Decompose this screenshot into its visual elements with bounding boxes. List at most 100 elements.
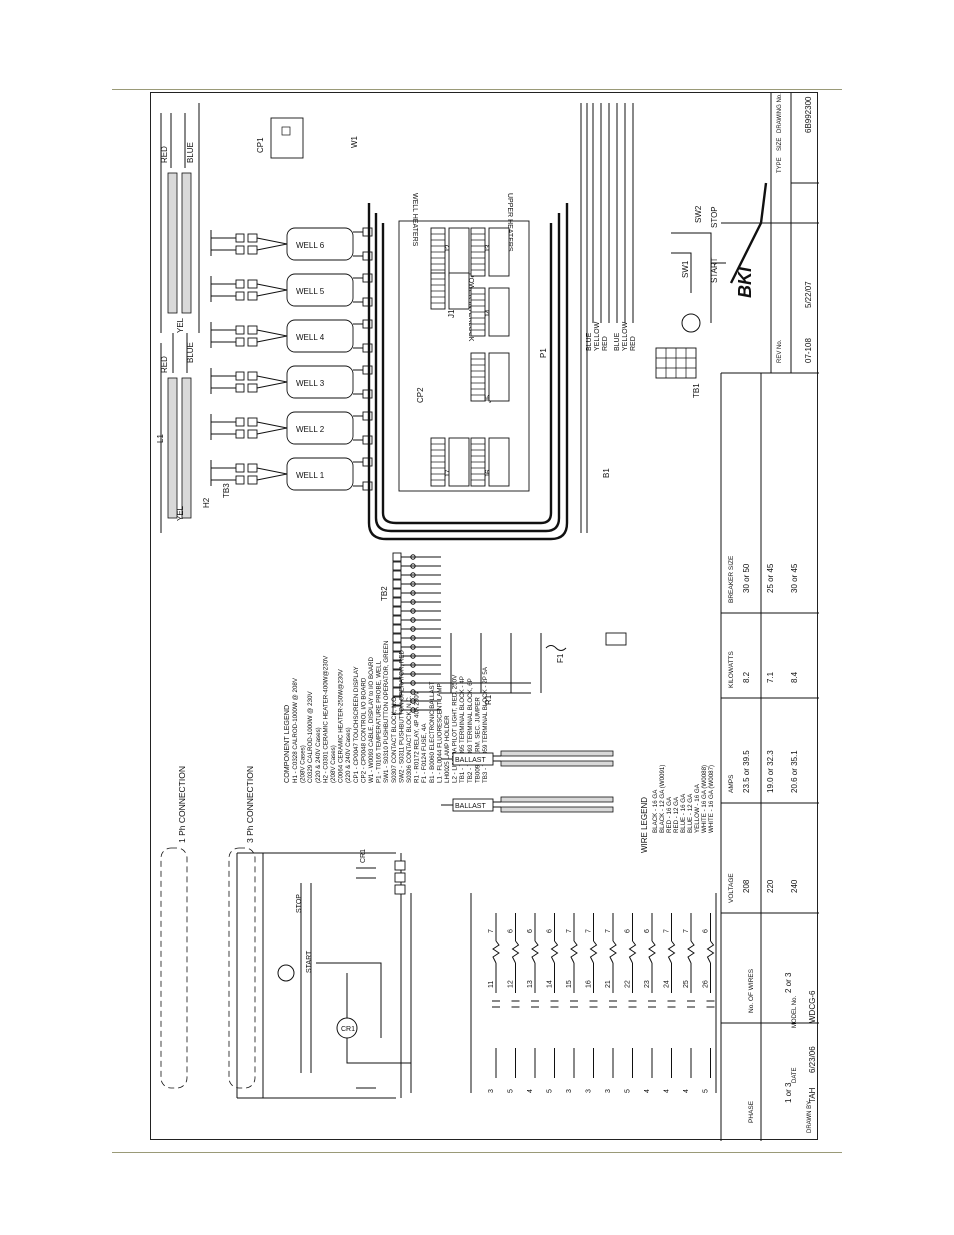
spec-cell: 8.4 <box>790 671 799 683</box>
cp1-display <box>270 117 304 159</box>
well-heaters-label: WELL HEATERS <box>411 193 418 247</box>
rung-mid-label: 15 <box>566 980 573 988</box>
sw2-label: SW2 <box>694 205 703 223</box>
rung-right-label: 7 <box>566 929 573 933</box>
tb2-terminal <box>392 633 441 643</box>
well-label: WELL 1 <box>296 471 325 480</box>
bluey-red-4: BLUE <box>614 332 621 351</box>
j2-label: J2 <box>444 244 453 253</box>
rung-right-label: 7 <box>664 929 671 933</box>
heater-socket <box>210 322 288 348</box>
rung-right-label: 6 <box>527 929 534 933</box>
tb2-terminal <box>392 561 441 571</box>
legend-item: CP2 - CP0048 CONTROL I/O BOARD <box>360 677 367 783</box>
tb2-terminal <box>392 651 441 661</box>
rung-left-label: 5 <box>508 1089 515 1093</box>
rung-right-label: 7 <box>586 929 593 933</box>
legend-item: TB1 - TB0095 TERMINAL BLOCK - 4P <box>459 676 466 783</box>
rung-right-label: 6 <box>703 929 710 933</box>
spec-header: AMPS <box>728 774 735 793</box>
legend-item: SW1 - S0310 PUSHBUTTON OPERATOR, GREEN <box>383 641 390 783</box>
rung-mid-label: 24 <box>664 980 671 988</box>
wire-legend-item: RED - 16 GA <box>666 796 673 833</box>
rung-left-label: 3 <box>605 1089 612 1093</box>
well-1: WELL 1 <box>286 457 373 491</box>
legend-item: TB0094 TERM. SEC. JUMPER <box>474 697 481 783</box>
title-size-label: SIZE <box>777 138 783 151</box>
well-4: WELL 4 <box>286 319 373 353</box>
schematic-sheet: RED BLUE YEL RED BLUE YEL L1 H2 TB3 WELL… <box>150 92 819 1141</box>
title-model-label: MODEL No. <box>792 996 798 1028</box>
heater-socket <box>210 414 288 440</box>
spec-cell: 220 <box>766 879 775 893</box>
sw1-label: SW1 <box>681 260 690 278</box>
rung-left-label: 4 <box>683 1089 690 1093</box>
rung-right-label: 7 <box>605 929 612 933</box>
spec-cell: 8.2 <box>742 671 751 683</box>
tb2-terminal <box>392 597 441 607</box>
cr1-coil-label: CR1 <box>341 1026 355 1033</box>
rung-mid-label: 23 <box>644 980 651 988</box>
rung-left-label: 5 <box>703 1089 710 1093</box>
ballast-1-label: BALLAST <box>455 757 486 764</box>
tb2-terminal <box>392 552 441 562</box>
legend-item: F1 - F0124 FUSE, 4A <box>421 723 428 783</box>
wire-legend-title: WIRE LEGEND <box>640 797 649 853</box>
rung-right-label: 7 <box>683 929 690 933</box>
spec-cell: 30 or 45 <box>790 563 799 593</box>
tb2-terminal <box>392 642 441 652</box>
spec-cell: 23.5 or 39.5 <box>742 750 751 793</box>
title-drawing: 6B992300 <box>804 96 813 133</box>
legend-item: SW2 - S0311 PUSHBUTTON OPERATOR, RED <box>398 650 405 783</box>
spec-header: KILOWATTS <box>728 651 735 689</box>
ballast-group <box>441 750 614 813</box>
yellow-wire-2: YELLOW <box>622 321 629 351</box>
legend-item: W1 - W0093 CABLE, DISPLAY to I/O BOARD <box>368 656 375 783</box>
svg-text:BKI: BKI <box>735 266 755 298</box>
spec-cell: 25 or 45 <box>766 563 775 593</box>
bluey-red-5: YELLOW <box>622 321 629 351</box>
wire-legend-item: BLUE - 12 GA <box>687 793 694 833</box>
well-3: WELL 3 <box>286 365 373 399</box>
tb2-terminal <box>392 660 441 670</box>
rung-left-label: 5 <box>625 1089 632 1093</box>
rung-mid-label: 11 <box>488 981 495 988</box>
rung-right-label: 7 <box>488 929 495 933</box>
title-date: 6/23/06 <box>808 1046 817 1073</box>
tb1-label: TB1 <box>692 383 701 398</box>
yel-label-2: YEL <box>176 505 185 521</box>
rung-mid-label: 14 <box>547 980 554 988</box>
tb2-terminal <box>392 624 441 634</box>
red-wire-2: RED <box>630 336 637 351</box>
well-label: WELL 4 <box>296 333 325 342</box>
rung-left-label: 3 <box>586 1089 593 1093</box>
red-wire-1: RED <box>602 336 609 351</box>
legend-item: (208V Cases) <box>300 745 307 783</box>
j6-label: J6 <box>484 469 493 478</box>
3ph-connection-label: 3 Ph CONNECTION <box>245 766 255 843</box>
tb2-terminal <box>392 696 441 706</box>
top-rule <box>112 89 842 90</box>
wire-legend-item: BLUE - 16 GA <box>680 793 687 833</box>
rung-mid-label: 12 <box>508 980 515 988</box>
ballast-2-label: BALLAST <box>455 803 486 810</box>
title-drawing-label: DRAWING No. <box>777 93 783 133</box>
connector-block <box>470 227 510 277</box>
legend-item: H1 - C0328 CALROD-1000W @ 208V <box>292 677 299 783</box>
tb2-terminal <box>392 678 441 688</box>
ladder-rung: 7 24 4 <box>664 913 676 1093</box>
yellow-wire-1: YELLOW <box>594 321 601 351</box>
red-label-2: RED <box>160 356 169 373</box>
heater-socket <box>210 230 288 256</box>
legend-item: C0329 CALROD-1000W @ 230V <box>307 691 314 783</box>
rung-left-label: 4 <box>664 1089 671 1093</box>
tb2-terminal <box>392 615 441 625</box>
cp1-label: CP1 <box>256 137 265 153</box>
tb2-terminal <box>392 606 441 616</box>
rung-right-label: 6 <box>547 929 554 933</box>
